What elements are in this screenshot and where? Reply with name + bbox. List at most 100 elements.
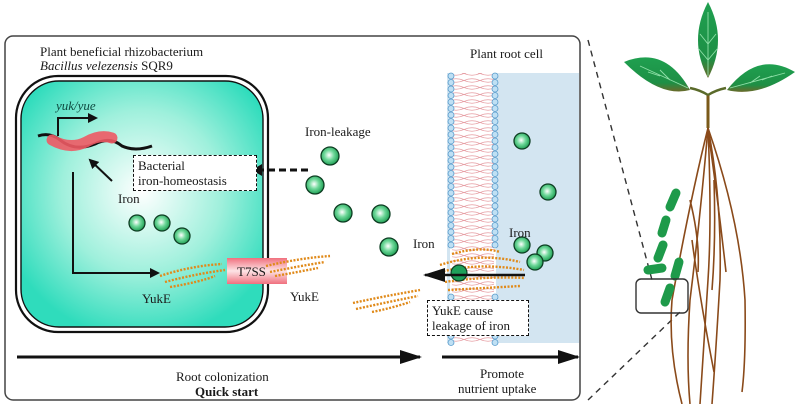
iron-leakage-label: Iron-leakage	[305, 124, 371, 139]
lipid-head	[447, 157, 455, 164]
zoom-line-top	[587, 39, 653, 281]
lipid-head	[447, 196, 455, 203]
lipid-head	[447, 137, 455, 145]
iron-particle	[153, 214, 171, 232]
iron-particles-intracellular	[128, 214, 191, 245]
t7ss-label: T7SS	[237, 264, 266, 279]
iron-label-cell: Iron	[118, 191, 140, 206]
yuke-label-outside: YukE	[290, 289, 319, 304]
iron-particle	[128, 214, 146, 232]
yuke-protein-secreted	[265, 254, 331, 278]
lipid-head	[491, 157, 499, 164]
lipid-head	[491, 124, 499, 132]
lipid-head	[491, 202, 499, 210]
iron-particle	[371, 204, 391, 224]
bacterium-species: Bacillus velezensis SQR9	[40, 58, 173, 73]
lipid-head	[447, 144, 455, 151]
strain-name: SQR9	[141, 58, 173, 73]
iron-homeostasis-box: Bacterial iron-homeostasis	[133, 155, 257, 191]
iron-particles-root	[513, 132, 557, 271]
iron-particle	[333, 203, 353, 223]
lipid-head	[447, 222, 455, 229]
iron-particle	[173, 227, 191, 245]
lipid-head	[491, 241, 499, 249]
lipid-head	[447, 235, 455, 242]
lipid-head	[447, 228, 455, 236]
lipid-head	[491, 176, 499, 184]
zoom-line-bottom	[587, 311, 681, 401]
iron-particle-in-pore	[450, 264, 468, 282]
quick-start-label: Quick start	[195, 384, 259, 399]
lipid-head	[491, 111, 499, 119]
leaf-right	[727, 64, 795, 92]
leakage-line2: leakage of iron	[432, 318, 510, 333]
lipid-head	[491, 92, 499, 99]
lipid-head	[447, 111, 455, 119]
lipid-head	[491, 209, 499, 216]
leakage-line1: YukE cause	[432, 303, 494, 318]
iron-label-membrane: Iron	[413, 236, 435, 251]
lipid-head	[491, 222, 499, 229]
lipid-head	[447, 98, 455, 106]
feedback-arrowhead	[252, 164, 262, 176]
lipid-head	[447, 339, 455, 346]
lipid-head	[447, 183, 455, 190]
lipid-head	[447, 85, 455, 93]
yuke-leakage-box: YukE cause leakage of iron	[427, 300, 529, 336]
lipid-head	[491, 144, 499, 151]
lipid-head	[447, 79, 455, 86]
iron-particle	[379, 237, 399, 257]
nutrient-uptake-label: nutrient uptake	[458, 381, 537, 396]
lipid-head	[447, 131, 455, 138]
promoter-arrow	[57, 113, 98, 136]
plant-roots	[670, 127, 746, 404]
lipid-head	[447, 202, 455, 210]
iron-particle	[526, 253, 544, 271]
lipid-head	[491, 137, 499, 145]
lipid-head	[447, 241, 455, 249]
expression-arrow	[72, 172, 160, 278]
yuke-membrane-pore	[439, 248, 526, 292]
yuke-protein-intracellular	[159, 262, 226, 289]
lipid-head	[491, 150, 499, 158]
bacterium-title: Plant beneficial rhizobacterium	[40, 44, 204, 59]
lipid-head	[491, 79, 499, 86]
gene-yuk-yue	[46, 131, 118, 151]
lipid-head	[447, 189, 455, 197]
lipid-head	[447, 215, 455, 223]
lipid-head	[447, 92, 455, 99]
lipid-head	[491, 339, 499, 346]
yuke-protein-floating	[352, 288, 421, 314]
lipid-head	[491, 183, 499, 190]
leaf-left	[624, 57, 690, 92]
iron-regulation-arrow	[88, 158, 113, 182]
lipid-head	[447, 176, 455, 184]
iron-particle	[513, 132, 531, 150]
lipid-head	[491, 118, 499, 125]
iron-label-root: Iron	[509, 225, 531, 240]
plant-illustration	[624, 2, 795, 404]
lipid-head	[447, 118, 455, 125]
homeostasis-line2: iron-homeostasis	[138, 173, 227, 188]
lipid-head	[491, 105, 499, 112]
lipid-head	[491, 72, 499, 80]
lipid-head	[491, 215, 499, 223]
lipid-head	[491, 189, 499, 197]
iron-particle	[513, 236, 531, 254]
lipid-head	[491, 131, 499, 138]
lipid-head	[447, 124, 455, 132]
lipid-head	[491, 228, 499, 236]
lipid-head	[491, 163, 499, 171]
iron-particle	[320, 146, 340, 166]
species-name: Bacillus velezensis	[40, 58, 138, 73]
gene-label: yuk/yue	[56, 98, 96, 113]
homeostasis-line1: Bacterial	[138, 158, 185, 173]
lipid-head	[491, 85, 499, 93]
lipid-head	[491, 196, 499, 203]
lipid-head	[447, 163, 455, 171]
iron-particles-leaked	[305, 146, 399, 257]
lipid-head	[491, 170, 499, 177]
yuke-label-inside: YukE	[142, 291, 171, 306]
lipid-head	[447, 72, 455, 80]
